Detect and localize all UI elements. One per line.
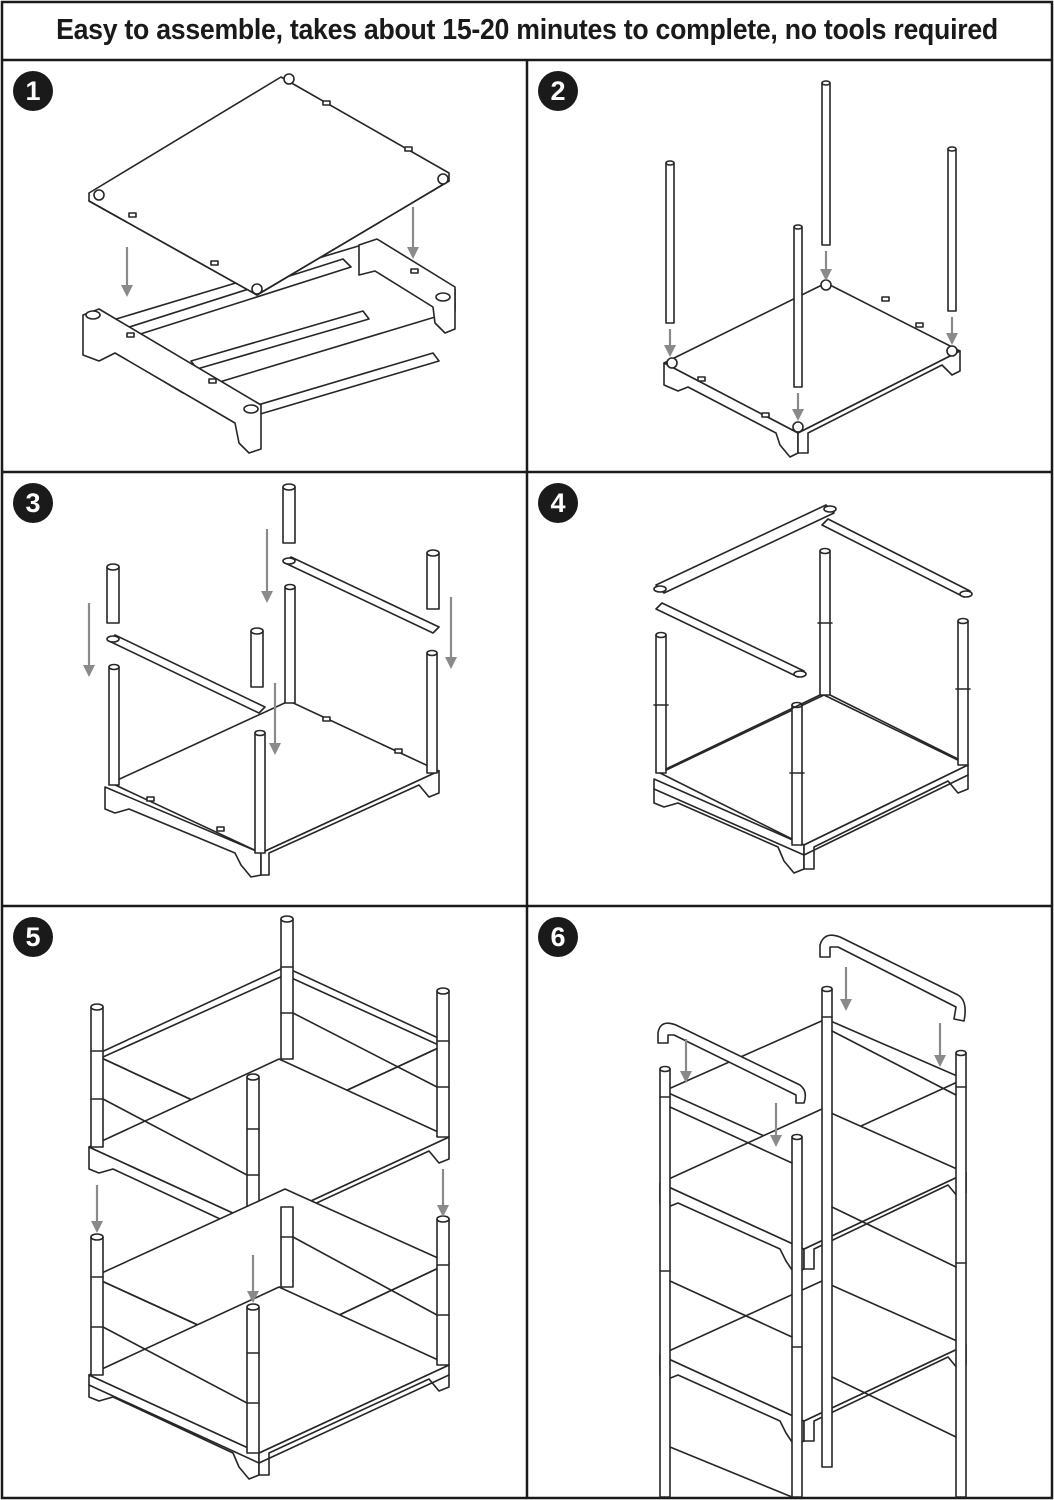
step-5-illustration	[88, 915, 450, 1480]
step-4-illustration	[653, 504, 973, 874]
step-2-panel: 2	[528, 61, 1051, 471]
step-4-panel: 4	[528, 473, 1051, 905]
step-3-panel: 3	[3, 473, 526, 905]
step-3-badge: 3	[13, 483, 53, 523]
step-1-illustration	[82, 73, 456, 454]
step-1-panel: 1	[3, 61, 526, 471]
step-6-illustration	[657, 934, 967, 1498]
page-title: Easy to assemble, takes about 15-20 minu…	[56, 13, 998, 46]
step-1-badge: 1	[13, 71, 53, 111]
step-2-badge: 2	[538, 71, 578, 111]
step-6-badge: 6	[538, 917, 578, 957]
step-4-badge: 4	[538, 483, 578, 523]
step-2-illustration	[663, 80, 961, 458]
step-6-panel: 6	[528, 907, 1051, 1498]
step-3-illustration	[83, 483, 457, 878]
step-5-badge: 5	[13, 917, 53, 957]
step-5-panel: 5	[3, 907, 526, 1497]
